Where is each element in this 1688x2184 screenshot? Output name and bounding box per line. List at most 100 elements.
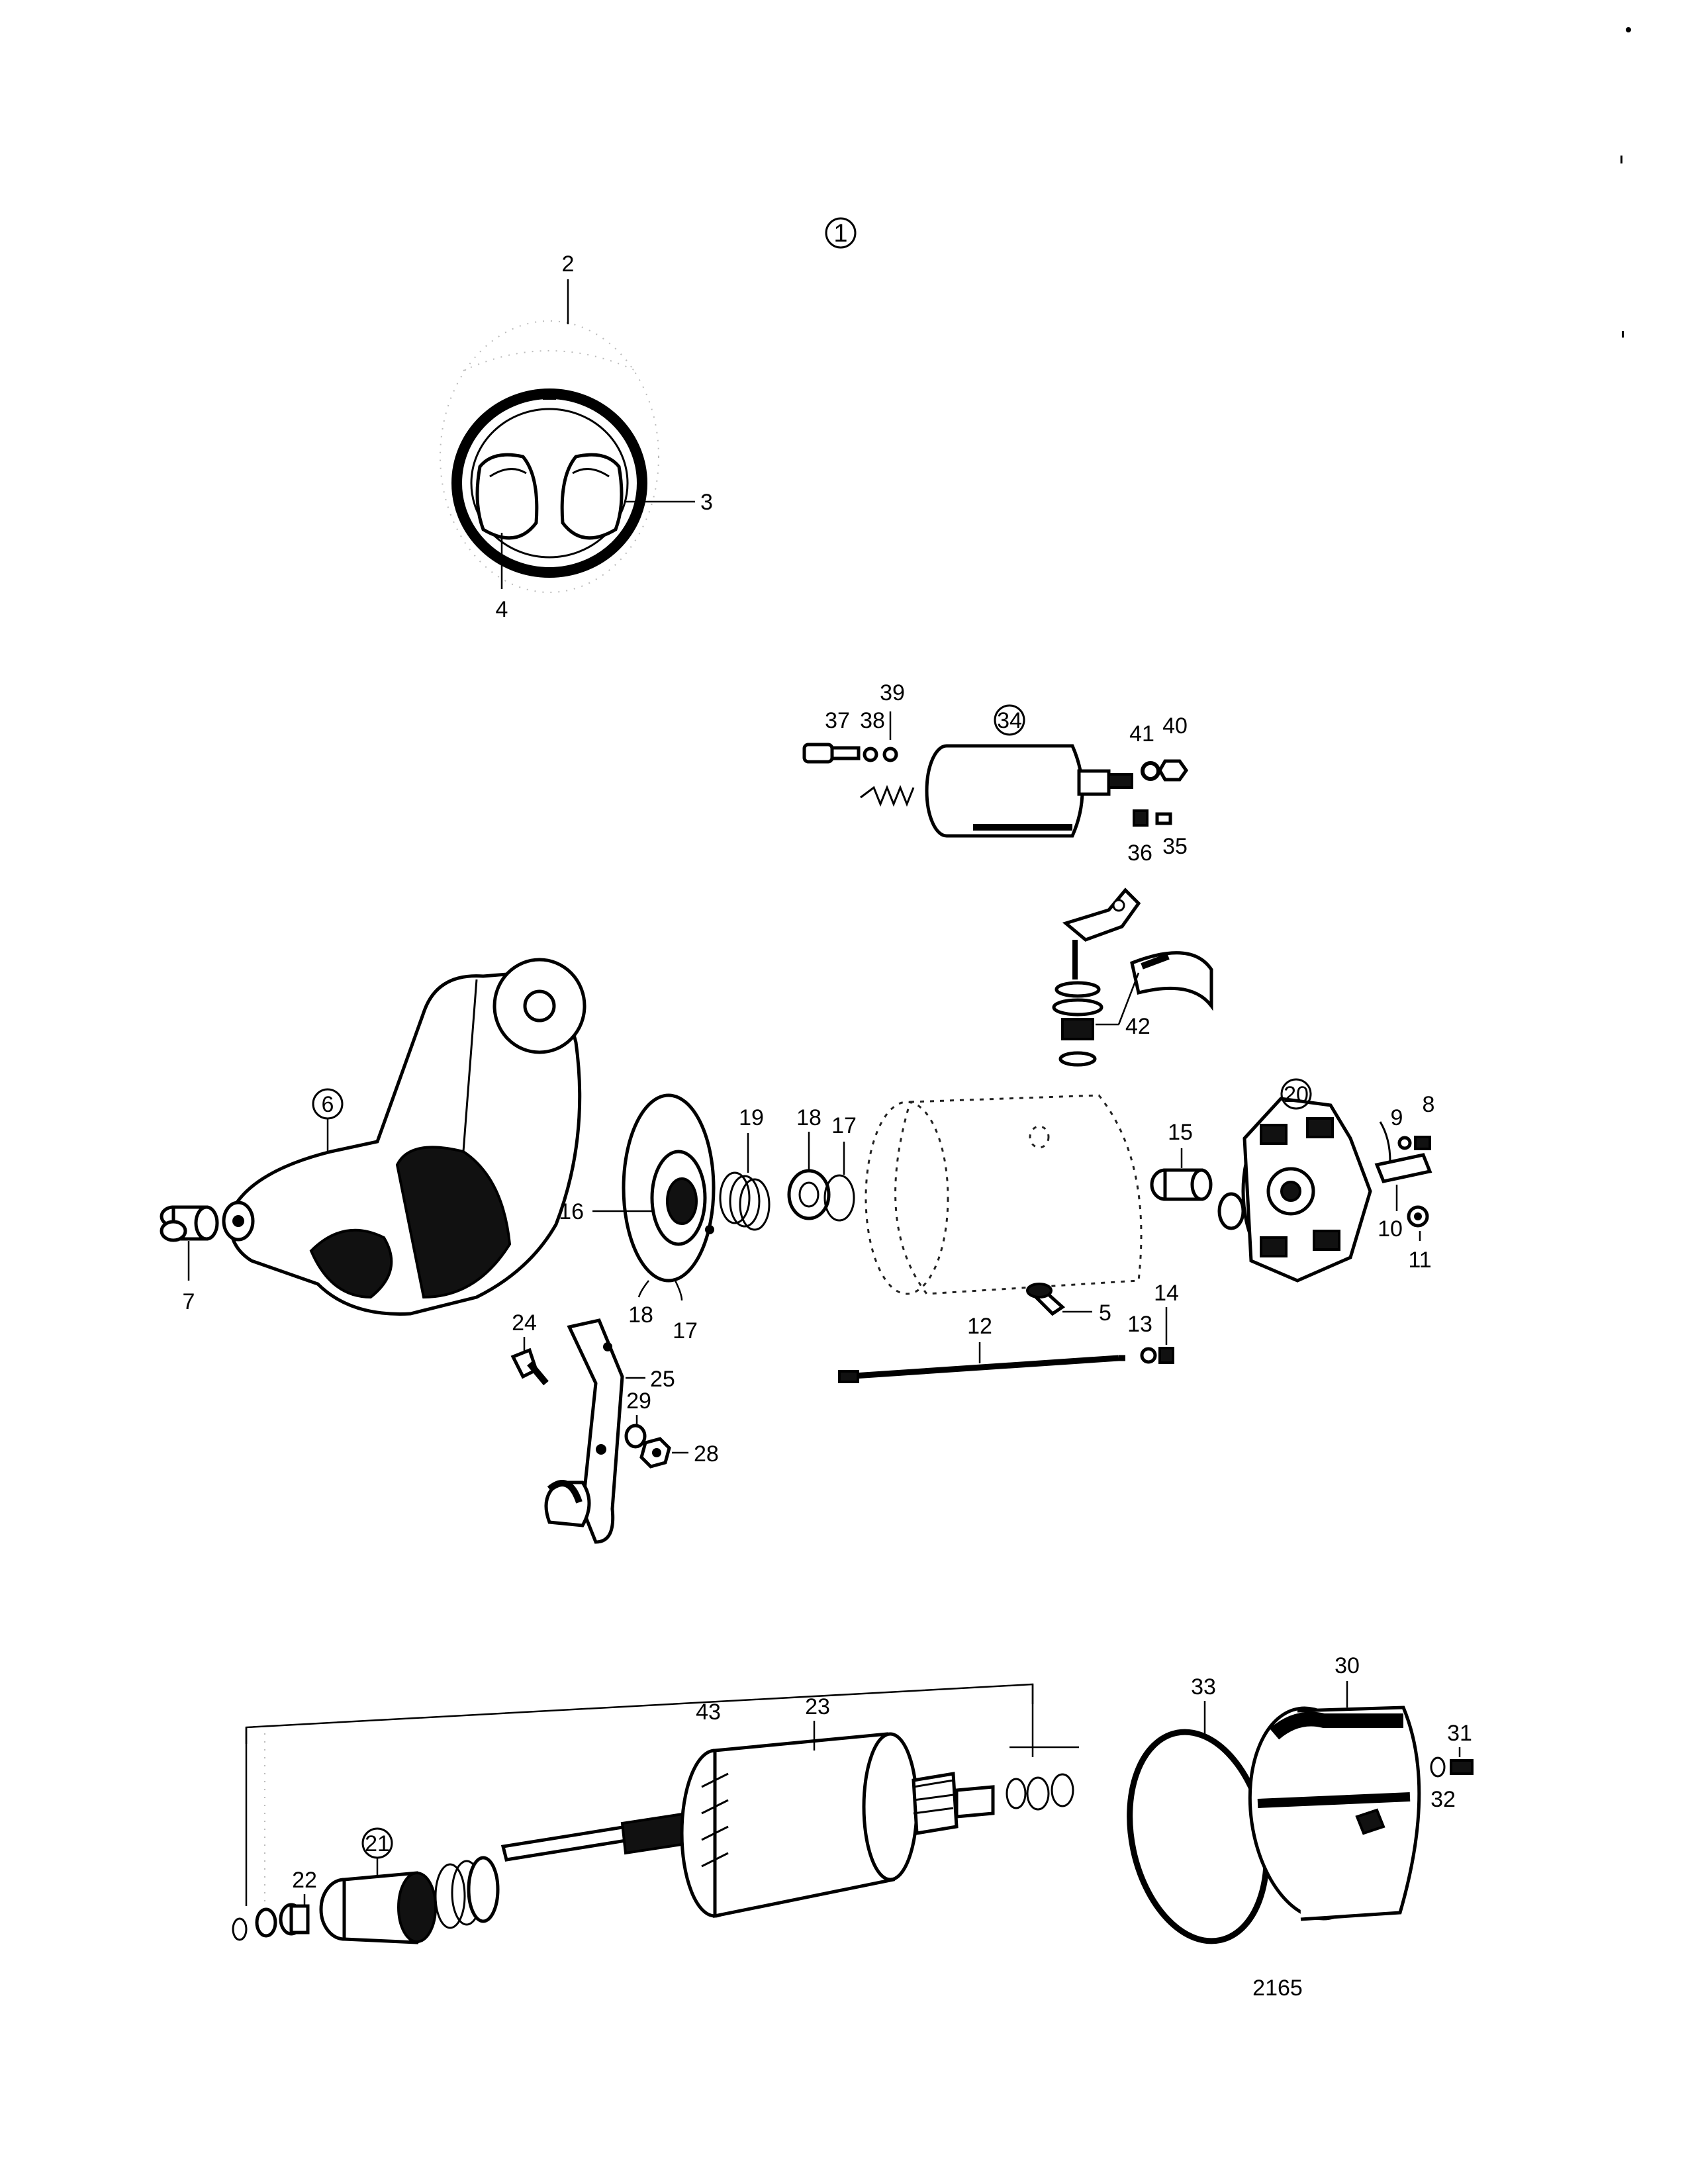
svg-text:4: 4 (496, 597, 508, 622)
stop-rings-22 (232, 1903, 310, 1941)
commutator-end-bracket (1217, 1097, 1372, 1283)
washer-18 (787, 1169, 831, 1220)
callout-16: 16 (559, 1199, 652, 1224)
callout-23: 23 (805, 1694, 830, 1751)
field-frame-assembly (440, 320, 659, 593)
cover-band-30 (1248, 1706, 1421, 1921)
washer-10 (624, 1424, 647, 1449)
callout-26: 10 (1378, 1185, 1403, 1242)
engagement-lever-8 (544, 1318, 624, 1544)
svg-text:29: 29 (626, 1388, 651, 1414)
callout-15: 17 (673, 1280, 698, 1343)
spring-27 (1407, 1205, 1429, 1228)
svg-text:6: 6 (322, 1092, 334, 1117)
callout-38: 38 (860, 708, 885, 733)
callout-11: 28 (672, 1441, 719, 1467)
through-bolt-12 (838, 1355, 1125, 1383)
svg-text:16: 16 (559, 1199, 584, 1224)
scan-specks (1620, 27, 1631, 338)
callout-2: 2 (562, 251, 575, 324)
nut-11 (639, 1437, 671, 1469)
drive-pinion-21 (319, 1856, 500, 1944)
callout-34: 34 (994, 704, 1025, 736)
callout-28: 8 (1423, 1092, 1435, 1117)
callout-9: 24 (512, 1310, 537, 1351)
svg-text:30: 30 (1335, 1653, 1360, 1678)
armature-end-washers (1006, 1773, 1074, 1811)
callout-42: 42 (1096, 972, 1150, 1039)
screw-29-washer-28 (1397, 1136, 1431, 1150)
svg-text:31: 31 (1447, 1721, 1472, 1746)
callout-31: 31 (1447, 1721, 1472, 1757)
svg-text:42: 42 (1125, 1014, 1150, 1039)
svg-text:20: 20 (1284, 1082, 1309, 1107)
svg-text:15: 15 (1168, 1120, 1193, 1145)
callout-25: 15 (1168, 1120, 1193, 1168)
callout-33: 33 (1191, 1674, 1216, 1734)
svg-text:13: 13 (1127, 1312, 1152, 1337)
svg-text:23: 23 (805, 1694, 830, 1719)
svg-text:32: 32 (1430, 1787, 1456, 1812)
armature-group-bracket (245, 1683, 1079, 1909)
callout-17: 17 (831, 1113, 857, 1175)
svg-text:34: 34 (997, 708, 1022, 733)
svg-text:36: 36 (1127, 841, 1152, 866)
callout-39: 39 (880, 680, 905, 740)
svg-text:8: 8 (1423, 1092, 1435, 1117)
armature-23 (500, 1732, 995, 1919)
screw-31-washer-32 (1430, 1756, 1474, 1778)
svg-text:9: 9 (1391, 1105, 1403, 1130)
callout-20: 18 (628, 1280, 653, 1328)
svg-text:21: 21 (365, 1831, 390, 1856)
callout-5: 5 (1062, 1300, 1111, 1326)
svg-text:17: 17 (673, 1318, 698, 1343)
svg-text:10: 10 (1378, 1216, 1403, 1242)
callout-27: 11 (1408, 1231, 1432, 1273)
callout-12: 12 (967, 1314, 992, 1363)
callout-3: 3 (626, 490, 713, 515)
callout-13: 13 (1127, 1312, 1152, 1337)
svg-text:43: 43 (696, 1700, 721, 1725)
bushing-25 (1150, 1168, 1213, 1201)
callout-36: 36 (1127, 841, 1152, 866)
svg-text:19: 19 (739, 1105, 764, 1130)
callout-21: 21 (361, 1827, 393, 1878)
callout-10: 29 (626, 1388, 651, 1426)
brush-26 (1374, 1121, 1432, 1183)
svg-text:39: 39 (880, 680, 905, 705)
svg-text:37: 37 (825, 708, 850, 733)
solenoid-assembly (802, 743, 1189, 838)
svg-text:11: 11 (1408, 1248, 1431, 1273)
svg-text:28: 28 (694, 1441, 719, 1467)
washers-13-14 (1140, 1347, 1174, 1364)
svg-text:38: 38 (860, 708, 885, 733)
svg-text:2: 2 (562, 251, 575, 277)
callout-7: 7 (183, 1241, 195, 1314)
svg-text:3: 3 (700, 490, 713, 515)
drawing-number: 2165 (1252, 1976, 1303, 2001)
pivot-pin-9 (510, 1347, 549, 1386)
washer-17 (823, 1174, 855, 1222)
svg-text:12: 12 (967, 1314, 992, 1339)
intermediate-bearing-plate (622, 1093, 716, 1283)
svg-text:18: 18 (796, 1105, 821, 1130)
figure-number-marker: 1 (825, 217, 857, 249)
svg-text:18: 18 (628, 1302, 653, 1328)
svg-text:33: 33 (1191, 1674, 1216, 1700)
svg-text:41: 41 (1129, 721, 1154, 747)
figure-number: 1 (833, 220, 847, 248)
callout-37: 37 (825, 708, 850, 733)
spring-19 (719, 1171, 771, 1231)
callout-18: 18 (796, 1105, 821, 1170)
callout-6: 6 (312, 1088, 344, 1152)
svg-text:24: 24 (512, 1310, 537, 1336)
callout-35: 35 (1162, 834, 1188, 859)
callout-32: 32 (1430, 1787, 1456, 1812)
svg-text:25: 25 (650, 1367, 675, 1392)
callout-30: 30 (1335, 1653, 1360, 1707)
callout-40: 40 (1162, 713, 1188, 739)
svg-text:40: 40 (1162, 713, 1188, 739)
terminal-hardware-stack (1052, 887, 1213, 1067)
callout-43: 43 (696, 1700, 721, 1725)
